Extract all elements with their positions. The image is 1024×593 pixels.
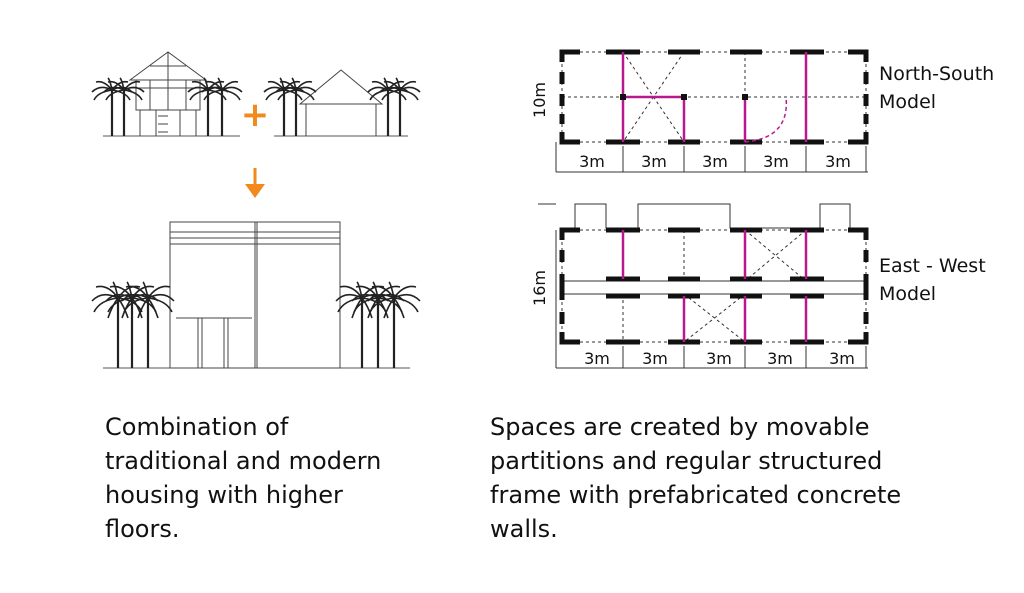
left-caption: Combination of traditional and modern ho… bbox=[105, 413, 382, 543]
ew-bay-label: 3m bbox=[642, 349, 668, 368]
ns-label-line1: North-South bbox=[879, 63, 995, 85]
down-arrow-icon bbox=[245, 168, 265, 198]
north-south-plan: 3m 3m 3m 3m 3m 10m bbox=[530, 49, 869, 173]
right-caption: Spaces are created by movable partitions… bbox=[490, 413, 902, 543]
east-west-model-label: East - West Model bbox=[879, 252, 986, 308]
east-west-plan: 3m 3m 3m 3m 3m 16m bbox=[530, 203, 869, 369]
north-south-model-label: North-South Model bbox=[879, 60, 994, 116]
plus-symbol: + bbox=[241, 95, 270, 135]
ns-label-line2: Model bbox=[879, 91, 937, 113]
ns-bay-label: 3m bbox=[825, 152, 851, 171]
ew-bay-label: 3m bbox=[584, 349, 610, 368]
ns-bay-label: 3m bbox=[579, 152, 605, 171]
combined-house-elevation bbox=[103, 221, 410, 369]
ns-depth-label: 10m bbox=[530, 82, 549, 118]
modern-gable-house bbox=[274, 69, 408, 137]
ew-depth-label: 16m bbox=[530, 270, 549, 306]
ew-label-line1: East - West bbox=[879, 255, 986, 277]
ew-label-line2: Model bbox=[879, 283, 937, 305]
palm-trees-modern bbox=[262, 76, 422, 138]
traditional-stilt-house bbox=[103, 51, 240, 137]
ns-bay-label: 3m bbox=[702, 152, 728, 171]
ns-bay-label: 3m bbox=[763, 152, 789, 171]
ew-bay-label: 3m bbox=[706, 349, 732, 368]
ns-bay-label: 3m bbox=[641, 152, 667, 171]
ew-bay-label: 3m bbox=[829, 349, 855, 368]
ew-bay-label: 3m bbox=[767, 349, 793, 368]
